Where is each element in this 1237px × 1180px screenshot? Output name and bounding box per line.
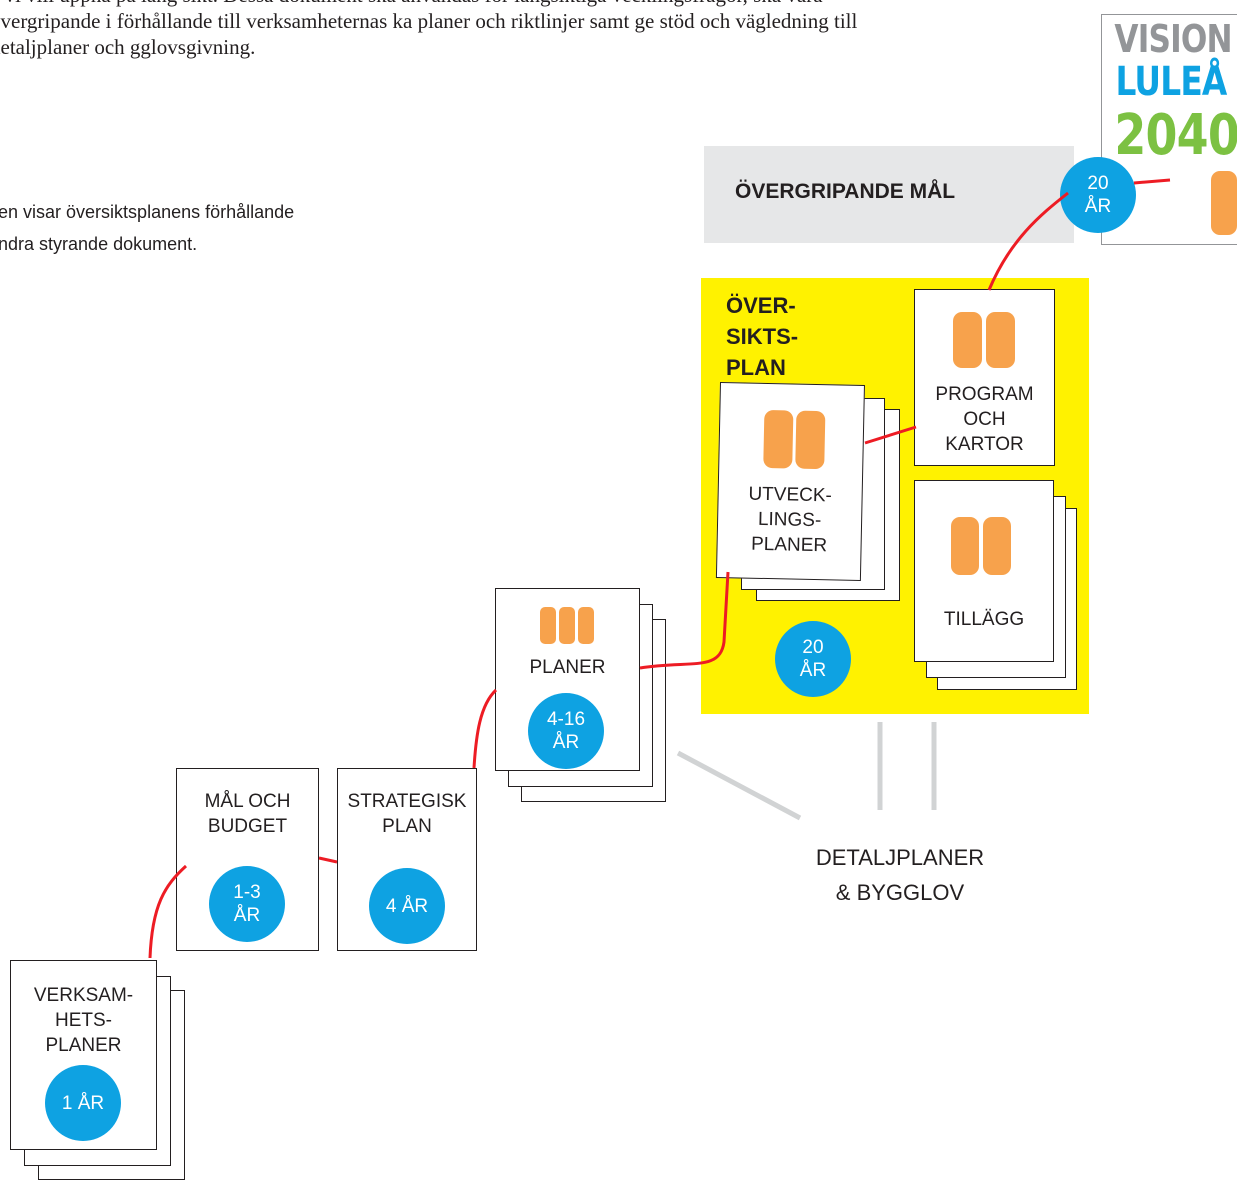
utveckling-card: UTVECK- LINGS- PLANER — [715, 382, 865, 581]
tillagg-marker-2 — [983, 517, 1011, 575]
figure-caption: den visar översiktsplanens förhållande a… — [0, 202, 295, 254]
red-connector-mal-strategisk — [318, 856, 338, 864]
logo-vision-text: VISION — [1114, 17, 1232, 61]
utveckling-marker-1 — [763, 409, 794, 469]
overgripande-label: ÖVERGRIPANDE MÅL — [735, 180, 956, 203]
program-marker-2 — [986, 312, 1015, 368]
program-card: PROGRAM OCH KARTOR — [914, 289, 1055, 466]
strategisk-badge: 4 ÅR — [369, 868, 445, 944]
intro-paragraph: a vi vill uppnå på lång sikt. Dessa doku… — [0, 0, 858, 59]
planer-marker-3 — [578, 607, 594, 644]
grey-pointers — [676, 722, 937, 821]
tillagg-label: TILLÄGG — [943, 609, 1025, 630]
strategisk-card: STRATEGISK PLAN — [337, 768, 477, 951]
vision-logo: VISION LULEÅ 2040 — [1101, 14, 1237, 245]
logo-lulea-text: LULEÅ — [1115, 59, 1228, 105]
planer-marker-1 — [540, 607, 556, 644]
verksamhet-label: VERKSAM- HETS- PLANER — [33, 985, 134, 1056]
program-label: PROGRAM OCH KARTOR — [935, 384, 1034, 455]
verksamhet-badge: 1 ÅR — [45, 1065, 121, 1141]
logo-year-text: 2040 — [1114, 103, 1237, 168]
grey-pointer-diagonal — [676, 750, 802, 821]
detaljplaner-label: DETALJPLANER & BYGGLOV — [815, 845, 985, 905]
mal-budget-badge: 1-3 ÅR — [209, 866, 285, 942]
planer-badge: 4-16 ÅR — [528, 693, 604, 769]
oversiktsplan-badge: 20 ÅR — [775, 621, 851, 697]
mal-budget-label: MÅL OCH BUDGET — [204, 791, 291, 837]
oversiktsplan-title: ÖVER- SIKTS- PLAN — [726, 293, 799, 380]
strategisk-label: STRATEGISK PLAN — [347, 791, 467, 837]
planer-label: PLANER — [529, 657, 606, 678]
program-marker-1 — [953, 312, 982, 368]
tillagg-card: TILLÄGG — [914, 480, 1054, 662]
red-connector-strategisk-planer — [472, 688, 498, 769]
overgripande-panel: ÖVERGRIPANDE MÅL — [704, 146, 1074, 243]
planer-marker-2 — [559, 607, 575, 644]
overgripande-badge: 20 ÅR — [1060, 157, 1136, 233]
utveckling-label: UTVECK- LINGS- PLANER — [748, 483, 833, 557]
tillagg-marker-1 — [951, 517, 979, 575]
utveckling-marker-2 — [795, 410, 826, 470]
logo-orange-marker — [1211, 171, 1237, 235]
